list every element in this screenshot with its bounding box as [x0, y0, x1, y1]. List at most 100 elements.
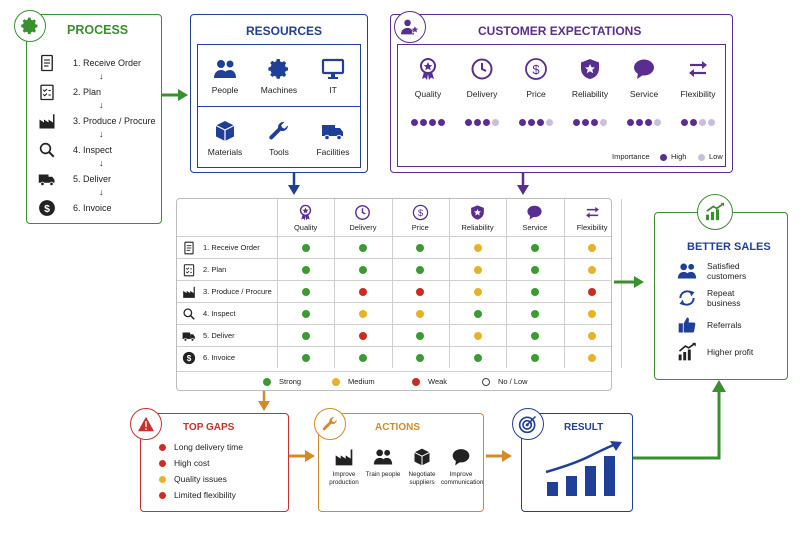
checklist-icon [181, 262, 197, 278]
expectation-item: Flexibility [671, 57, 725, 126]
importance-dot [654, 119, 661, 126]
resource-label: Facilities [316, 147, 350, 157]
rating-weak-dot [588, 288, 597, 296]
arrow-gaps-to-actions [289, 450, 315, 462]
importance-high-label: High [671, 152, 687, 161]
truck-icon [302, 119, 364, 143]
dollar-icon: $ [392, 204, 449, 221]
rating-strong-dot [530, 354, 539, 362]
action-item: Train people [363, 447, 403, 479]
matrix-column-header: Reliability [449, 199, 506, 235]
monitor-icon [302, 57, 364, 81]
process-step: $6. Invoice [37, 198, 112, 218]
importance-dots [563, 119, 617, 126]
legend-weak: Weak [412, 377, 447, 386]
rating-strong-dot [416, 332, 425, 340]
truck-icon [37, 169, 57, 189]
expectation-label: Delivery [466, 89, 498, 99]
matrix-divider [506, 199, 508, 368]
importance-dot [699, 119, 706, 126]
gap-weak-dot [159, 459, 166, 467]
matrix-row: 5. Deliver [177, 324, 611, 346]
importance-dot [600, 119, 607, 126]
matrix-column-label: Reliability [461, 223, 494, 232]
process-down-arrow: ↓ [99, 129, 104, 139]
shield-icon [563, 57, 617, 81]
importance-dot [636, 119, 643, 126]
matrix-row: 3. Produce / Procure [177, 280, 611, 302]
rating-strong-dot [416, 244, 425, 252]
importance-low-dot [698, 154, 705, 161]
better-sales-item: Referrals [677, 315, 767, 335]
repeat-icon [677, 288, 697, 308]
better-sales-item: Higher profit [677, 342, 767, 362]
importance-dot [582, 119, 589, 126]
gap-item: High cost [159, 458, 209, 468]
matrix-row-label: 6. Invoice [203, 353, 236, 362]
matrix-divider [563, 199, 565, 368]
process-down-arrow: ↓ [99, 71, 104, 81]
rating-medium-dot [416, 310, 425, 318]
process-down-arrow: ↓ [99, 158, 104, 168]
truck-icon [181, 328, 197, 344]
rating-strong-dot [473, 354, 482, 362]
resource-label: Machines [260, 85, 298, 95]
rating-strong-dot [530, 332, 539, 340]
rating-medium-dot [358, 310, 367, 318]
magnifier-icon [181, 306, 197, 322]
arrow-matrix-to-sales [614, 276, 644, 288]
matrix-row-label: 2. Plan [203, 265, 227, 274]
expectation-label: Price [526, 89, 546, 99]
gap-label: Long delivery time [174, 442, 243, 452]
gap-label: Quality issues [174, 474, 227, 484]
matrix-divider [448, 199, 450, 368]
expectation-item: Service [617, 57, 671, 126]
gap-weak-dot [159, 443, 166, 451]
process-step: 2. Plan [37, 82, 101, 102]
matrix-row: 1. Receive Order [177, 236, 611, 258]
rating-strong-dot [530, 310, 539, 318]
dollar-icon: $ [37, 198, 57, 218]
importance-legend-title: Importance [612, 152, 650, 161]
expectation-label: Flexibility [680, 89, 716, 99]
rating-strong-dot [301, 244, 310, 252]
gap-label: High cost [174, 458, 210, 468]
gap-item: Quality issues [159, 474, 227, 484]
process-step: 5. Deliver [37, 169, 111, 189]
legend-dot [263, 377, 271, 386]
gap-weak-dot [159, 491, 166, 499]
importance-dot [519, 119, 526, 126]
resource-item: IT [302, 57, 364, 95]
matrix-column-header: Quality [277, 199, 334, 235]
better-sales-label: Referrals [707, 320, 742, 330]
better-sales-item: Repeat business [677, 288, 767, 308]
matrix-divider [391, 199, 393, 368]
process-step-label: 6. Invoice [73, 203, 112, 213]
rating-medium-dot [473, 288, 482, 296]
process-step: 3. Produce / Procure [37, 111, 156, 131]
swap-arrows-icon [671, 57, 725, 81]
growth-chart-icon [677, 342, 697, 362]
resource-label: Tools [269, 147, 289, 157]
magnifier-icon [37, 140, 57, 160]
chat-icon [506, 204, 563, 221]
arrow-expectations-to-matrix [517, 173, 529, 195]
matrix-column-label: Quality [293, 223, 318, 232]
people-icon [363, 447, 403, 467]
better-sales-label: Higher profit [707, 347, 754, 357]
expectation-item: Reliability [563, 57, 617, 126]
wrench-icon [248, 119, 310, 143]
matrix-column-label: Flexibility [576, 223, 608, 232]
rating-strong-dot [530, 288, 539, 296]
resource-item: Tools [248, 119, 310, 157]
process-panel: PROCESS 1. Receive Order↓2. Plan↓3. Prod… [26, 14, 162, 224]
gap-item: Limited flexibility [159, 490, 236, 500]
importance-dot [573, 119, 580, 126]
process-step-label: 3. Produce / Procure [73, 116, 156, 126]
gap-label: Limited flexibility [174, 490, 236, 500]
resource-label: IT [329, 85, 337, 95]
arrow-resources-to-matrix [288, 173, 300, 195]
importance-dots [455, 119, 509, 126]
importance-low-label: Low [709, 152, 723, 161]
